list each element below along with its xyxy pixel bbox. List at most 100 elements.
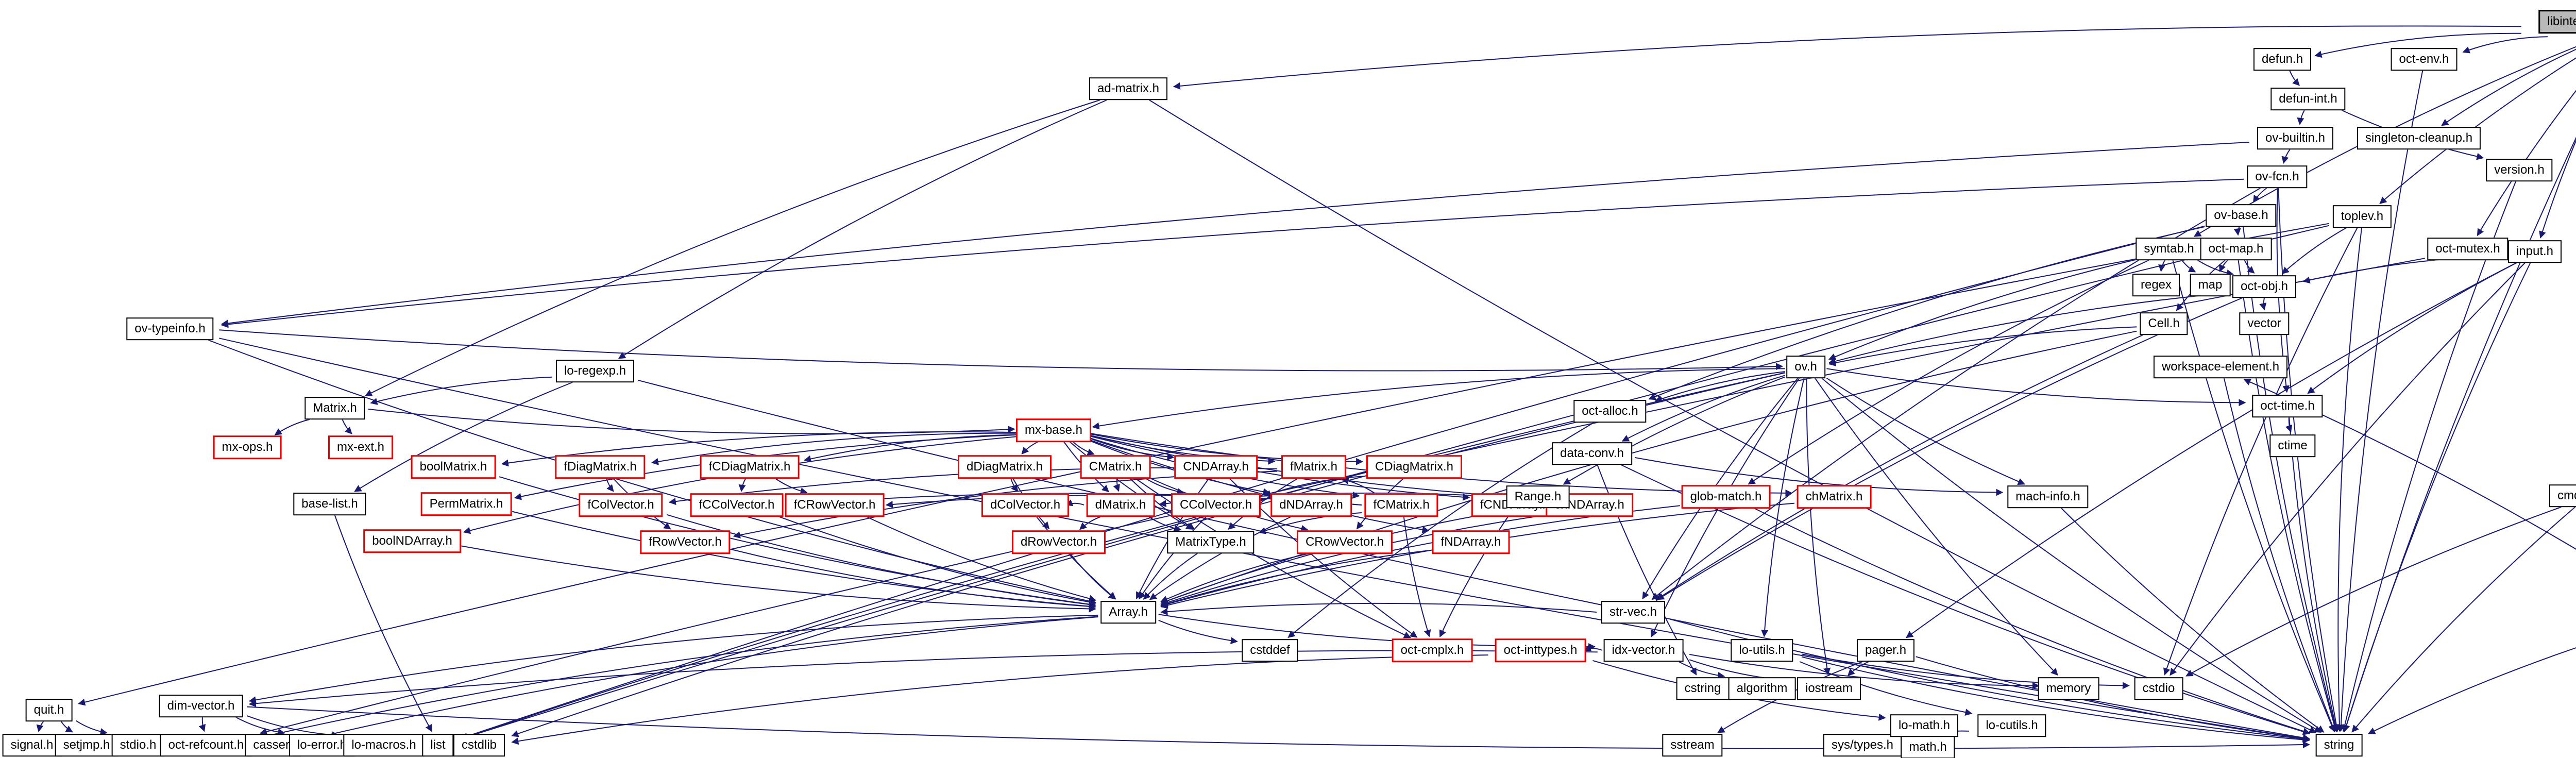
node-boolndarray-h[interactable]: boolNDArray.h [363,529,461,553]
node-dcolvector-h[interactable]: dColVector.h [981,493,1070,517]
node-data-conv-h[interactable]: data-conv.h [1552,442,1632,465]
node-oct-time-h[interactable]: oct-time.h [2252,395,2323,417]
node-ctime[interactable]: ctime [2269,434,2316,457]
include-edge [248,614,1098,704]
node-oct-env-h[interactable]: oct-env.h [2391,48,2458,71]
node-cmatrix-h[interactable]: CMatrix.h [1080,455,1151,479]
node-matrix-h[interactable]: Matrix.h [304,397,365,419]
node-singleton-cleanup-h[interactable]: singleton-cleanup.h [2357,127,2481,149]
node-defun-int-h[interactable]: defun-int.h [2270,88,2346,110]
include-edge [2170,262,2526,676]
node-workspace-element-h[interactable]: workspace-element.h [2153,356,2288,378]
node-glob-match-h[interactable]: glob-match.h [1681,485,1771,509]
include-edge [2181,260,2196,273]
node-array-h[interactable]: Array.h [1100,601,1156,624]
node-ccolvector-h[interactable]: CColVector.h [1171,493,1261,517]
node-dim-vector-h[interactable]: dim-vector.h [159,695,243,717]
include-edge [2477,90,2576,237]
node-stdio-h[interactable]: stdio.h [111,734,165,756]
node-lo-cutils-h[interactable]: lo-cutils.h [1977,714,2046,737]
node-base-list-h[interactable]: base-list.h [293,493,366,515]
node-idx-vector-h[interactable]: idx-vector.h [1603,639,1684,662]
node-quit-h[interactable]: quit.h [25,699,73,721]
node-dmatrix-h[interactable]: dMatrix.h [1086,493,1155,517]
node-cmd-edit-h[interactable]: cmd-edit.h [2549,484,2576,507]
node-ov-base-h[interactable]: ov-base.h [2206,204,2277,227]
node-defun-h[interactable]: defun.h [2253,48,2312,71]
node-symtab-h[interactable]: symtab.h [2136,238,2202,260]
node-oct-map-h[interactable]: oct-map.h [2200,238,2272,260]
node-signal-h[interactable]: signal.h [2,734,62,756]
node-fcolvector-h[interactable]: fColVector.h [579,493,663,517]
node-ov-fcn-h[interactable]: ov-fcn.h [2247,165,2308,188]
node-lo-math-h[interactable]: lo-math.h [1890,714,1959,737]
node-crowvector-h[interactable]: CRowVector.h [1296,530,1393,554]
node-fndarray-h[interactable]: fNDArray.h [1432,530,1510,554]
node-fcmatrix-h[interactable]: fCMatrix.h [1364,493,1438,517]
node-oct-refcount-h[interactable]: oct-refcount.h [160,734,252,756]
node-cstddef[interactable]: cstddef [1242,639,1298,662]
node-drowvector-h[interactable]: dRowVector.h [1011,530,1106,554]
node-fmatrix-h[interactable]: fMatrix.h [1281,455,1347,479]
include-edge [1828,326,2137,366]
node-chmatrix-h[interactable]: chMatrix.h [1797,485,1872,509]
node-setjmp-h[interactable]: setjmp.h [55,734,118,756]
node-pager-h[interactable]: pager.h [1856,639,1915,662]
node-frowvector-h[interactable]: fRowVector.h [640,530,731,554]
node-dndarray-h[interactable]: dNDArray.h [1270,493,1352,517]
node-str-vec-h[interactable]: str-vec.h [1601,601,1666,624]
include-edge [354,382,573,492]
node-map[interactable]: map [2190,274,2231,296]
node-cell-h[interactable]: Cell.h [2140,312,2188,335]
node-toplev-h[interactable]: toplev.h [2332,205,2392,228]
node-cstring[interactable]: cstring [1676,677,1730,700]
node-mx-ext-h[interactable]: mx-ext.h [328,435,394,459]
node-regex[interactable]: regex [2132,274,2180,296]
node-cdiagmatrix-h[interactable]: CDiagMatrix.h [1366,455,1463,479]
node-mach-info-h[interactable]: mach-info.h [2007,485,2089,508]
node-fdiagmatrix-h[interactable]: fDiagMatrix.h [555,455,646,479]
node-ad-matrix-h[interactable]: ad-matrix.h [1089,77,1168,100]
node-fccolvector-h[interactable]: fCColVector.h [690,493,784,517]
node-fcrowvector-h[interactable]: fCRowVector.h [785,493,885,517]
node-cstdio[interactable]: cstdio [2134,677,2183,700]
node-ov-typeinfo-h[interactable]: ov-typeinfo.h [126,317,214,340]
node-mx-base-h[interactable]: mx-base.h [1015,418,1092,442]
node-oct-mutex-h[interactable]: oct-mutex.h [2427,238,2509,260]
node-memory[interactable]: memory [2038,677,2099,700]
node-fcdiagmatrix-h[interactable]: fCDiagMatrix.h [700,455,800,479]
node-vector[interactable]: vector [2239,312,2290,335]
node-oct-obj-h[interactable]: oct-obj.h [2232,275,2297,298]
node-sys-types-h[interactable]: sys/types.h [1823,734,1902,756]
include-edge [2314,32,2521,58]
include-edge [2163,227,2358,676]
node-iostream[interactable]: iostream [1797,677,1861,700]
node-list[interactable]: list [422,734,454,756]
include-edge [334,515,432,732]
node-oct-cmplx-h[interactable]: oct-cmplx.h [1392,638,1473,662]
node-algorithm[interactable]: algorithm [1728,677,1796,700]
node-ov-h[interactable]: ov.h [1786,356,1825,378]
node-lo-regexp-h[interactable]: lo-regexp.h [555,360,635,382]
node-string[interactable]: string [2315,734,2363,756]
node-boolmatrix-h[interactable]: boolMatrix.h [411,455,496,479]
node-input-h[interactable]: input.h [2507,240,2562,263]
node-ov-builtin-h[interactable]: ov-builtin.h [2257,127,2334,149]
node-oct-inttypes-h[interactable]: oct-inttypes.h [1495,638,1586,662]
node-permmatrix-h[interactable]: PermMatrix.h [420,492,512,516]
node-mx-ops-h[interactable]: mx-ops.h [213,435,282,459]
node-lo-utils-h[interactable]: lo-utils.h [1731,639,1793,662]
include-edge [2539,139,2576,239]
node-range-h[interactable]: Range.h [1506,485,1570,508]
node-oct-alloc-h[interactable]: oct-alloc.h [1573,400,1647,423]
node-sstream[interactable]: sstream [1662,734,1723,756]
node-cstdlib[interactable]: cstdlib [453,734,505,756]
node-version-h[interactable]: version.h [2486,159,2553,181]
node-matrixtype-h[interactable]: MatrixType.h [1167,531,1255,553]
node-math-h[interactable]: math.h [1901,736,1955,758]
node-cndarray-h[interactable]: CNDArray.h [1174,455,1258,479]
node-ddiagmatrix-h[interactable]: dDiagMatrix.h [957,455,1052,479]
node-lo-macros-h[interactable]: lo-macros.h [343,734,425,756]
include-edge [1761,378,1805,637]
include-edge [2233,226,2241,236]
